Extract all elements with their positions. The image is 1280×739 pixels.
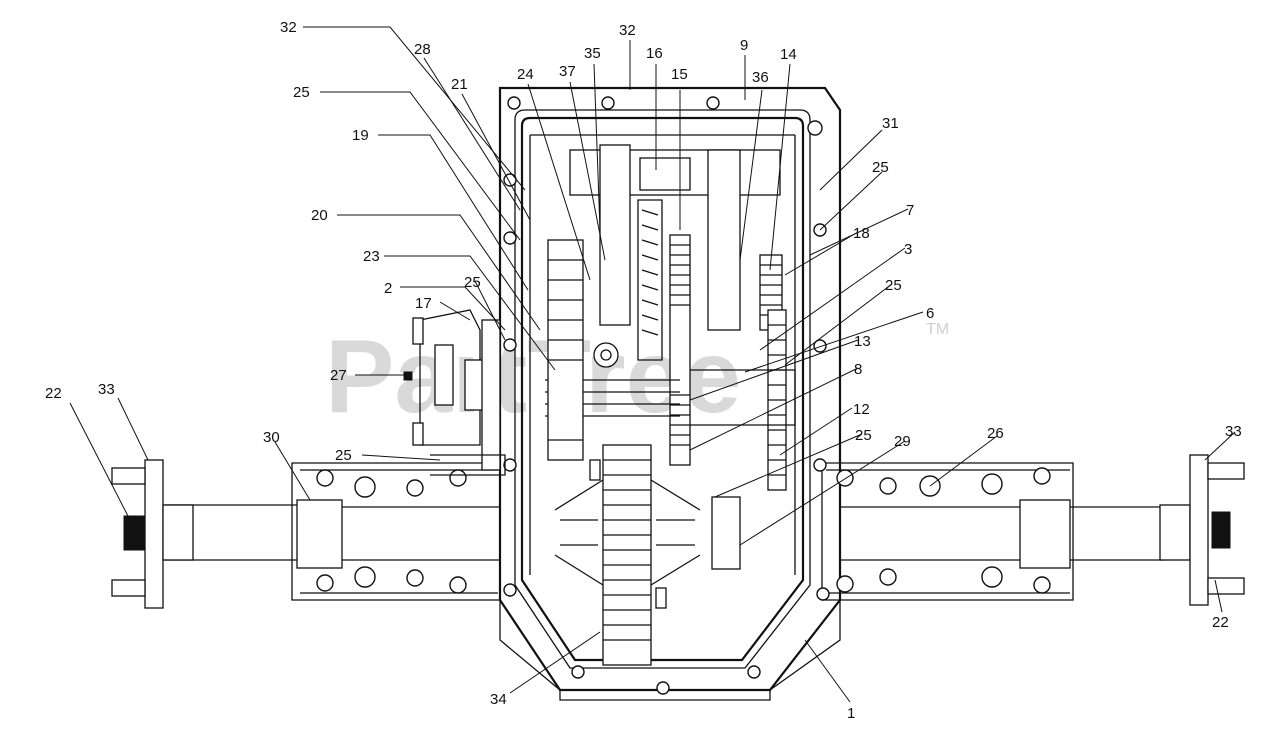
callout-label: 36 [752,69,769,86]
callout-label: 35 [584,45,601,62]
callout-label: 14 [780,46,797,63]
callout-label: 25 [293,84,310,101]
callout-label: 15 [671,66,688,83]
callout-label: 22 [45,385,62,402]
callout-label: 6 [926,305,934,322]
callout-label: 12 [853,401,870,418]
callout-label: 25 [335,447,352,464]
callout-label: 23 [363,248,380,265]
callout-label: 27 [330,367,347,384]
gear-train [545,144,796,666]
callout-label: 25 [464,274,481,291]
callout-label: 7 [906,202,914,219]
callout-label: 2 [384,280,392,297]
brake-assembly [403,309,506,476]
callout-label: 32 [619,22,636,39]
watermark-trademark: TM [926,321,949,338]
callout-label: 25 [872,159,889,176]
callout-label: 17 [415,295,432,312]
callout-label: 19 [352,127,369,144]
callout-label: 22 [1212,614,1229,631]
callout-label: 28 [414,41,431,58]
callout-label: 1 [847,705,855,722]
callout-label: 33 [1225,423,1242,440]
callout-label: 34 [490,691,507,708]
callout-label: 25 [885,277,902,294]
callout-label: 18 [853,225,870,242]
axles [111,454,1245,609]
callouts: 32 28 32 35 16 9 25 21 24 37 15 36 14 19… [45,19,1242,722]
callout-label: 3 [904,241,912,258]
leader-lines [69,26,1236,703]
callout-label: 16 [646,45,663,62]
callout-label: 31 [882,115,899,132]
callout-label: 26 [987,425,1004,442]
callout-label: 32 [280,19,297,36]
callout-label: 30 [263,429,280,446]
callout-label: 8 [854,361,862,378]
callout-label: 33 [98,381,115,398]
callout-label: 24 [517,66,534,83]
housing [291,86,1074,701]
callout-label: 29 [894,433,911,450]
callout-label: 21 [451,76,468,93]
callout-label: 13 [854,333,871,350]
callout-label: 9 [740,37,748,54]
callout-label: 20 [311,207,328,224]
callout-label: 25 [855,427,872,444]
callout-label: 37 [559,63,576,80]
